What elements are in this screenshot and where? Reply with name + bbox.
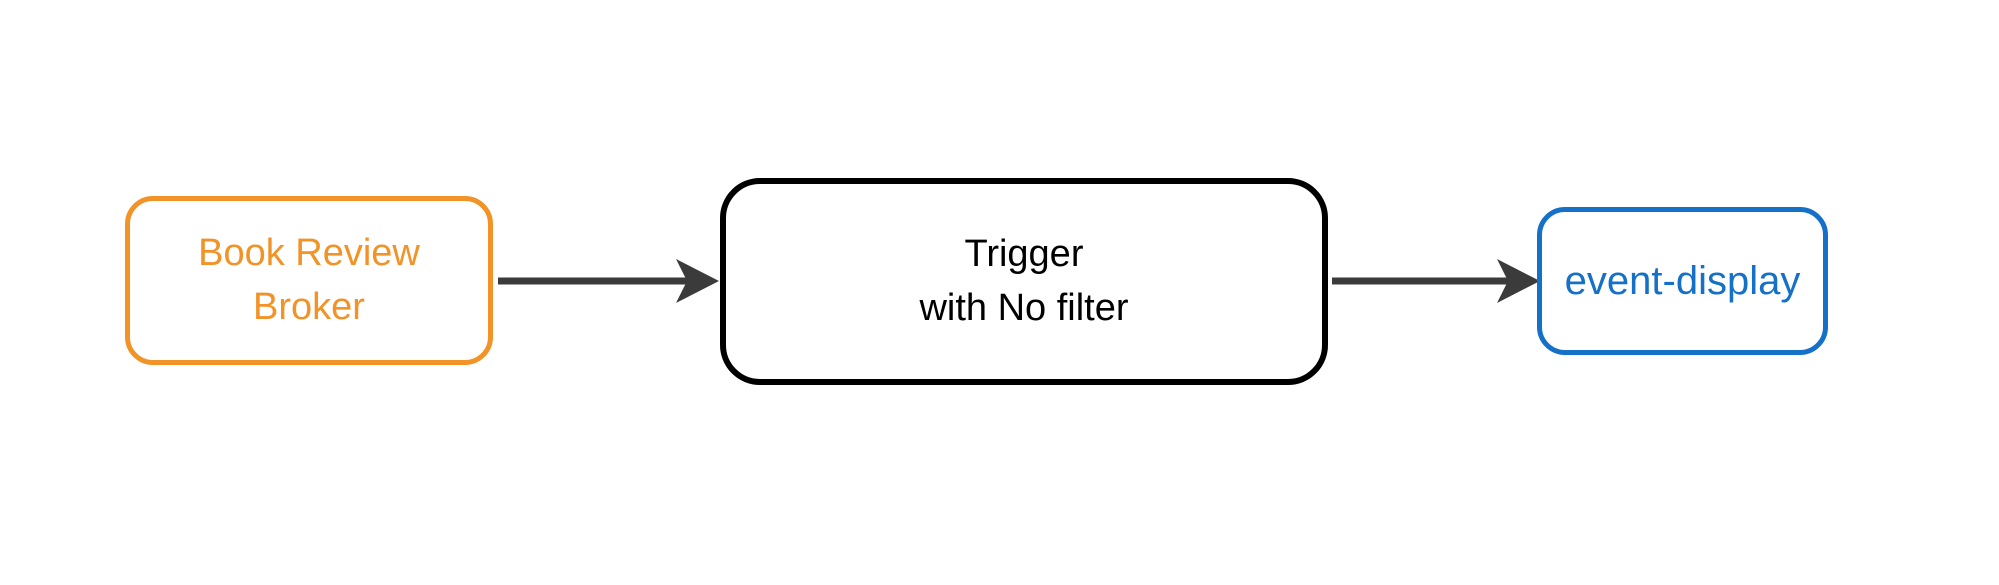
arrow-broker-to-trigger	[498, 259, 719, 303]
node-trigger-label: Trigger with No filter	[919, 232, 1129, 329]
node-event-display-label: event-display	[1564, 258, 1801, 303]
node-event-display: event-display	[1537, 207, 1828, 355]
node-book-review-broker-label: Book Review Broker	[198, 231, 420, 328]
arrow-trigger-to-event-display-head-icon	[1497, 259, 1540, 303]
node-book-review-broker: Book Review Broker	[125, 196, 493, 365]
arrow-trigger-to-event-display	[1332, 259, 1540, 303]
node-trigger: Trigger with No filter	[720, 178, 1328, 385]
arrow-broker-to-trigger-head-icon	[676, 259, 719, 303]
